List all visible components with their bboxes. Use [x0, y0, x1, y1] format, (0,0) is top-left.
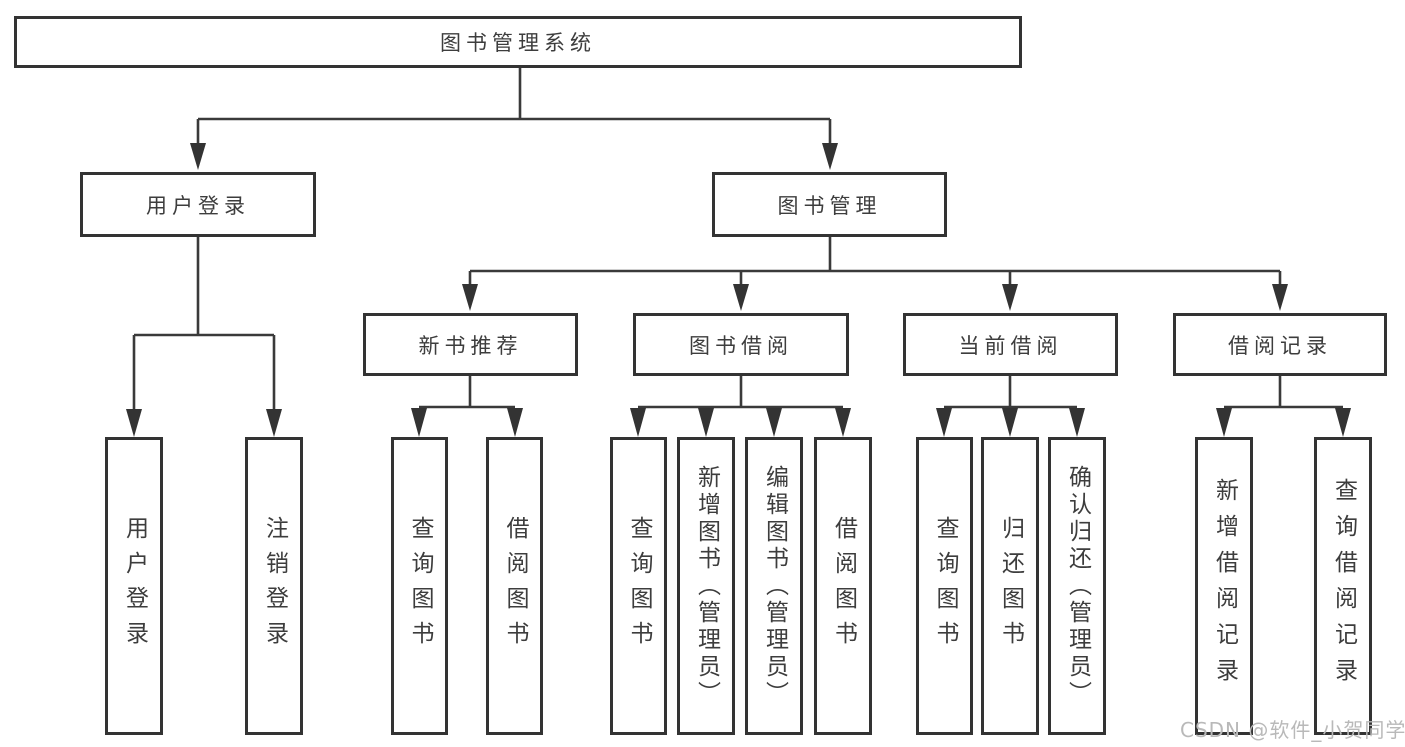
leaf-confirm-return-admin: 确认归还（管理员）	[1048, 437, 1106, 735]
arrowhead-section	[462, 284, 478, 311]
node-book-borrowing: 图书借阅	[633, 313, 849, 376]
leaf-edit-books-admin: 编辑图书（管理员）	[745, 437, 803, 735]
arrowhead-leaf	[766, 408, 782, 437]
arrowhead-leaf	[936, 408, 952, 437]
connector-borrowing-records-children	[1216, 376, 1351, 437]
connector-book-management-sections	[462, 237, 1288, 311]
leaf-add-borrow-record: 新增借阅记录	[1195, 437, 1253, 735]
leaf-return-books: 归还图书	[981, 437, 1039, 735]
node-root: 图书管理系统	[14, 16, 1022, 68]
leaf-search-books: 查询图书	[391, 437, 448, 735]
node-borrowing-records: 借阅记录	[1173, 313, 1387, 376]
node-current-borrowing: 当前借阅	[903, 313, 1118, 376]
connector-current-borrowing-children	[936, 376, 1085, 437]
leaf-search-borrow-record: 查询借阅记录	[1314, 437, 1372, 735]
arrowhead-section	[1002, 284, 1018, 311]
leaf-add-books-admin: 新增图书（管理员）	[677, 437, 735, 735]
node-book-management: 图书管理	[712, 172, 947, 237]
arrowhead-leaf	[835, 408, 851, 437]
leaf-search-books: 查询图书	[916, 437, 973, 735]
leaf-borrow-books: 借阅图书	[486, 437, 543, 735]
node-new-book-recommendation: 新书推荐	[363, 313, 578, 376]
arrowhead-leaf	[698, 408, 714, 437]
connector-new-book-children	[411, 376, 523, 437]
leaf-user-login: 用户登录	[105, 437, 163, 735]
leaf-borrow-books: 借阅图书	[814, 437, 872, 735]
leaf-logout: 注销登录	[245, 437, 303, 735]
arrowhead-section	[733, 284, 749, 311]
arrowhead-leaf	[1216, 408, 1232, 437]
arrowhead-leaf	[630, 408, 646, 437]
connector-root-to-level2	[190, 68, 838, 170]
watermark: CSDN @软件_小贺同学	[1180, 718, 1405, 742]
arrowhead-section	[1272, 284, 1288, 311]
arrowhead-user-login	[190, 143, 206, 170]
arrowhead-book-management	[822, 143, 838, 170]
leaf-search-books: 查询图书	[610, 437, 667, 735]
arrowhead-leaf	[411, 408, 427, 437]
connector-user-login-children	[126, 237, 282, 437]
arrowhead-leaf	[266, 409, 282, 437]
arrowhead-leaf	[1002, 408, 1018, 437]
arrowhead-leaf	[1335, 408, 1351, 437]
arrowhead-leaf	[507, 408, 523, 437]
connector-book-borrowing-children	[630, 376, 851, 437]
arrowhead-leaf	[1069, 408, 1085, 437]
arrowhead-leaf	[126, 409, 142, 437]
node-user-login: 用户登录	[80, 172, 316, 237]
